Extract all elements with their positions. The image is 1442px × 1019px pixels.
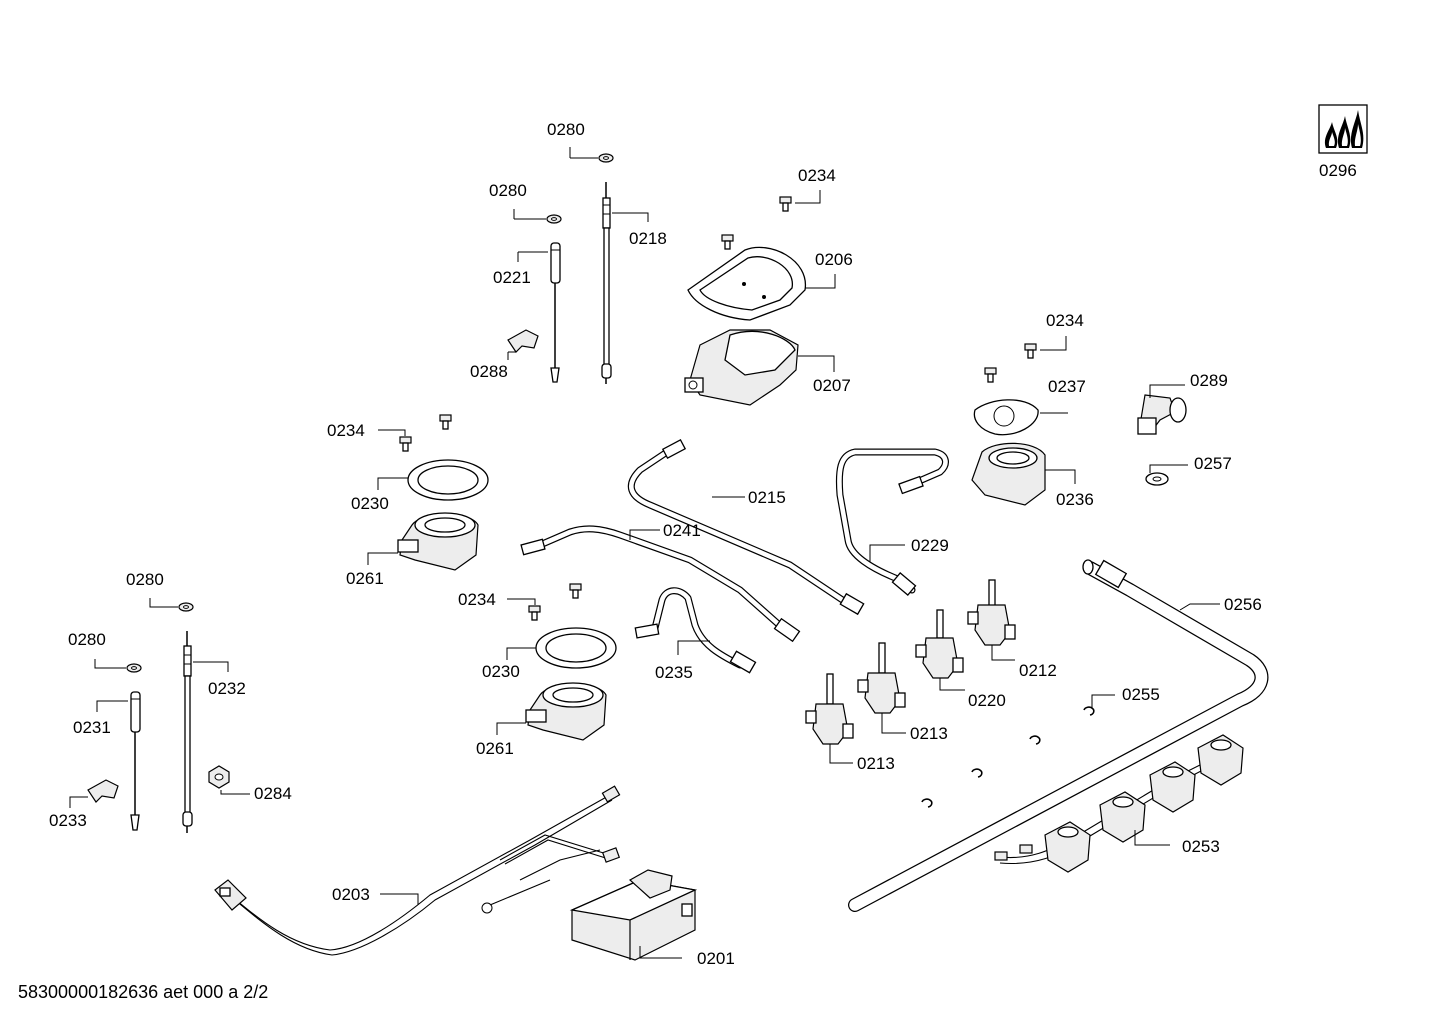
wiring-harness-0203 <box>214 785 621 956</box>
washer-0280-lower-b <box>94 659 142 673</box>
label-0253: 0253 <box>1182 837 1220 856</box>
ignition-module-0201 <box>569 869 698 961</box>
label-0235: 0235 <box>655 663 693 682</box>
screw-left-upper <box>439 414 452 430</box>
label-0203: 0203 <box>332 885 370 904</box>
label-0288: 0288 <box>470 362 508 381</box>
label-0220: 0220 <box>968 691 1006 710</box>
burner-cup-0236 <box>971 442 1076 506</box>
main-gas-pipe-0256 <box>848 559 1269 912</box>
label-0236: 0236 <box>1056 490 1094 509</box>
screw-right-lower <box>984 367 997 383</box>
label-0231: 0231 <box>73 718 111 737</box>
label-0230-b: 0230 <box>482 662 520 681</box>
nut-0284 <box>208 765 250 795</box>
label-0234-a: 0234 <box>798 166 836 185</box>
document-footer: 58300000182636 aet 000 a 2/2 <box>18 982 268 1002</box>
label-0234-c: 0234 <box>327 421 365 440</box>
gas-valve-0220 <box>915 609 965 691</box>
label-0237: 0237 <box>1048 377 1086 396</box>
label-0234-d: 0234 <box>458 590 496 609</box>
label-0280-d: 0280 <box>68 630 106 649</box>
screw-0234-right <box>1024 336 1067 359</box>
washer-0280-lower-a <box>149 598 194 612</box>
gas-tube-0215 <box>627 439 865 616</box>
thermocouple-0232 <box>182 631 229 833</box>
clip-0233 <box>69 779 119 808</box>
label-0213-a: 0213 <box>910 724 948 743</box>
burner-cup-0261-upper <box>367 512 479 571</box>
label-0233: 0233 <box>49 811 87 830</box>
label-0296: 0296 <box>1319 161 1357 180</box>
label-0218: 0218 <box>629 229 667 248</box>
label-0280-b: 0280 <box>489 181 527 200</box>
gas-tube-0229 <box>835 448 949 596</box>
screw-0234-left <box>378 429 412 452</box>
washer-0257 <box>1145 464 1188 486</box>
screw-near-0206 <box>721 234 734 250</box>
label-0261-b: 0261 <box>476 739 514 758</box>
label-0261-a: 0261 <box>346 569 384 588</box>
gasket-0206 <box>687 246 836 321</box>
label-0213-b: 0213 <box>857 754 895 773</box>
label-0289: 0289 <box>1190 371 1228 390</box>
gas-tube-0241 <box>520 525 801 643</box>
burner-housing-0207 <box>684 329 835 406</box>
gas-valve-0213-upper <box>857 642 906 734</box>
label-0284: 0284 <box>254 784 292 803</box>
washer-0280-top <box>569 147 614 163</box>
ignition-electrode-0231 <box>96 691 141 831</box>
thermocouple-0218 <box>601 182 649 384</box>
circlip-0255 <box>921 694 1115 808</box>
label-0207: 0207 <box>813 376 851 395</box>
label-0232: 0232 <box>208 679 246 698</box>
burner-cup-0261-lower <box>496 682 607 741</box>
gas-flame-logo <box>1318 104 1368 154</box>
ignition-electrode-0221 <box>517 242 561 383</box>
gasket-0237 <box>973 399 1068 436</box>
gasket-0230-upper <box>377 459 489 501</box>
label-0215: 0215 <box>748 488 786 507</box>
label-0257: 0257 <box>1194 454 1232 473</box>
part-labels: 0280 0280 0218 0221 0288 0234 0206 0207 … <box>49 120 1357 968</box>
gas-tube-0235 <box>634 587 757 674</box>
label-0241: 0241 <box>663 521 701 540</box>
label-0221: 0221 <box>493 268 531 287</box>
label-0201: 0201 <box>697 949 735 968</box>
label-0206: 0206 <box>815 250 853 269</box>
label-0234-b: 0234 <box>1046 311 1084 330</box>
screw-lower-upper <box>569 583 582 599</box>
label-0229: 0229 <box>911 536 949 555</box>
screw-0234-lower <box>507 598 541 621</box>
label-0280-a: 0280 <box>547 120 585 139</box>
clip-0288 <box>507 329 539 360</box>
label-0212: 0212 <box>1019 661 1057 680</box>
label-0280-c: 0280 <box>126 570 164 589</box>
gas-valve-0213-lower <box>805 673 854 764</box>
gasket-0230-lower <box>506 627 617 669</box>
label-0256: 0256 <box>1224 595 1262 614</box>
label-0255: 0255 <box>1122 685 1160 704</box>
gas-valve-0212 <box>967 579 1016 661</box>
screw-0234-top <box>779 190 821 212</box>
elbow-connector-0289 <box>1137 384 1187 435</box>
ignition-switches-0253 <box>994 734 1244 873</box>
washer-0280-second <box>513 209 562 224</box>
label-0230-a: 0230 <box>351 494 389 513</box>
